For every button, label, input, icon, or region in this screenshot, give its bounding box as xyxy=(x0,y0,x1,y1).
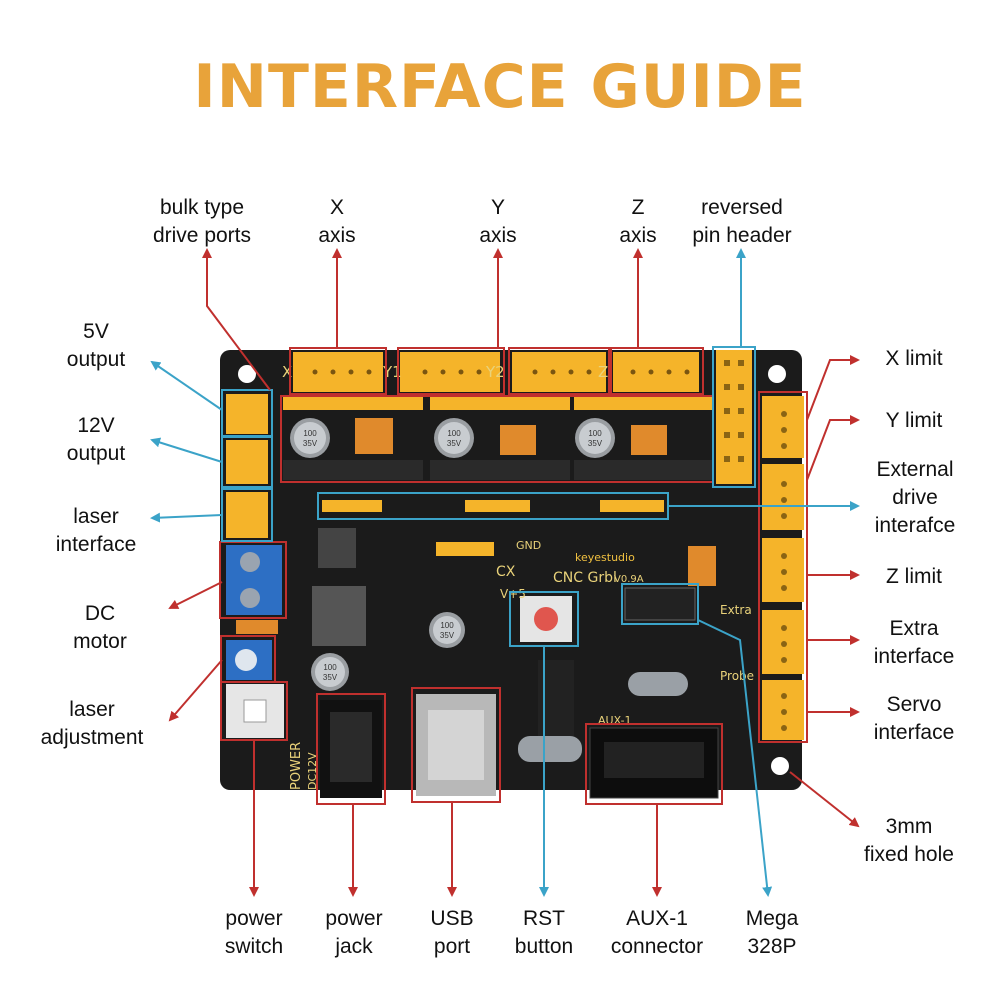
label-x-limit: X limit xyxy=(885,347,943,370)
arrows-red xyxy=(168,248,860,897)
mount-hole-br xyxy=(771,757,789,775)
capacitor-value: 35V xyxy=(303,439,318,448)
board-model: CNC Grbl xyxy=(553,570,617,586)
board-y2-label: Y2 xyxy=(485,363,505,381)
board-x-label: X xyxy=(282,363,292,381)
highlight-boxes-red xyxy=(219,347,808,805)
board-brand: keyestudio xyxy=(575,551,635,564)
board-gnd: GND xyxy=(516,539,541,552)
board-z-label: Z xyxy=(598,363,608,381)
crystal-2 xyxy=(628,672,688,696)
mount-hole-tr xyxy=(768,365,786,383)
regulator-2 xyxy=(312,586,366,646)
label-z-limit: Z limit xyxy=(886,565,942,588)
external-drive-pins xyxy=(322,500,664,512)
board-aux: AUX-1 xyxy=(598,714,632,727)
capacitor-value: 35V xyxy=(440,631,455,640)
board-version: V0.9A xyxy=(614,574,644,585)
capacitor-value: 100 xyxy=(323,663,337,672)
jumper-vcc-gnd xyxy=(436,542,494,556)
connector-5v xyxy=(226,394,268,434)
capacitor-value: 100 xyxy=(588,429,602,438)
capacitor-value: 35V xyxy=(447,439,462,448)
capacitor-value: 35V xyxy=(588,439,603,448)
mega-328p-chip xyxy=(624,587,696,621)
crystal xyxy=(518,736,582,762)
capacitor-value: 35V xyxy=(323,673,338,682)
board-cx: CX xyxy=(496,564,516,580)
board-power: POWER xyxy=(289,742,304,790)
board-probe: Probe xyxy=(720,669,754,683)
microstep-jumpers xyxy=(236,418,716,634)
board-extra: Extra xyxy=(720,603,752,617)
axis-connector-pins xyxy=(312,369,690,375)
connector-12v xyxy=(226,440,268,484)
board-v5: V+5 xyxy=(500,587,526,601)
mount-hole-tl xyxy=(238,365,256,383)
arrows-blue xyxy=(150,248,860,897)
connector-laser xyxy=(226,492,268,538)
reversed-pin-header xyxy=(716,350,752,484)
board-dc12v: DC12V xyxy=(306,752,319,790)
capacitor-value: 100 xyxy=(440,621,454,630)
label-y-limit: Y limit xyxy=(885,409,943,432)
capacitor-value: 100 xyxy=(447,429,461,438)
page-title: INTERFACE GUIDE xyxy=(193,52,807,122)
driver-headers xyxy=(283,396,714,480)
capacitor-value: 100 xyxy=(303,429,317,438)
regulator-1 xyxy=(318,528,356,568)
